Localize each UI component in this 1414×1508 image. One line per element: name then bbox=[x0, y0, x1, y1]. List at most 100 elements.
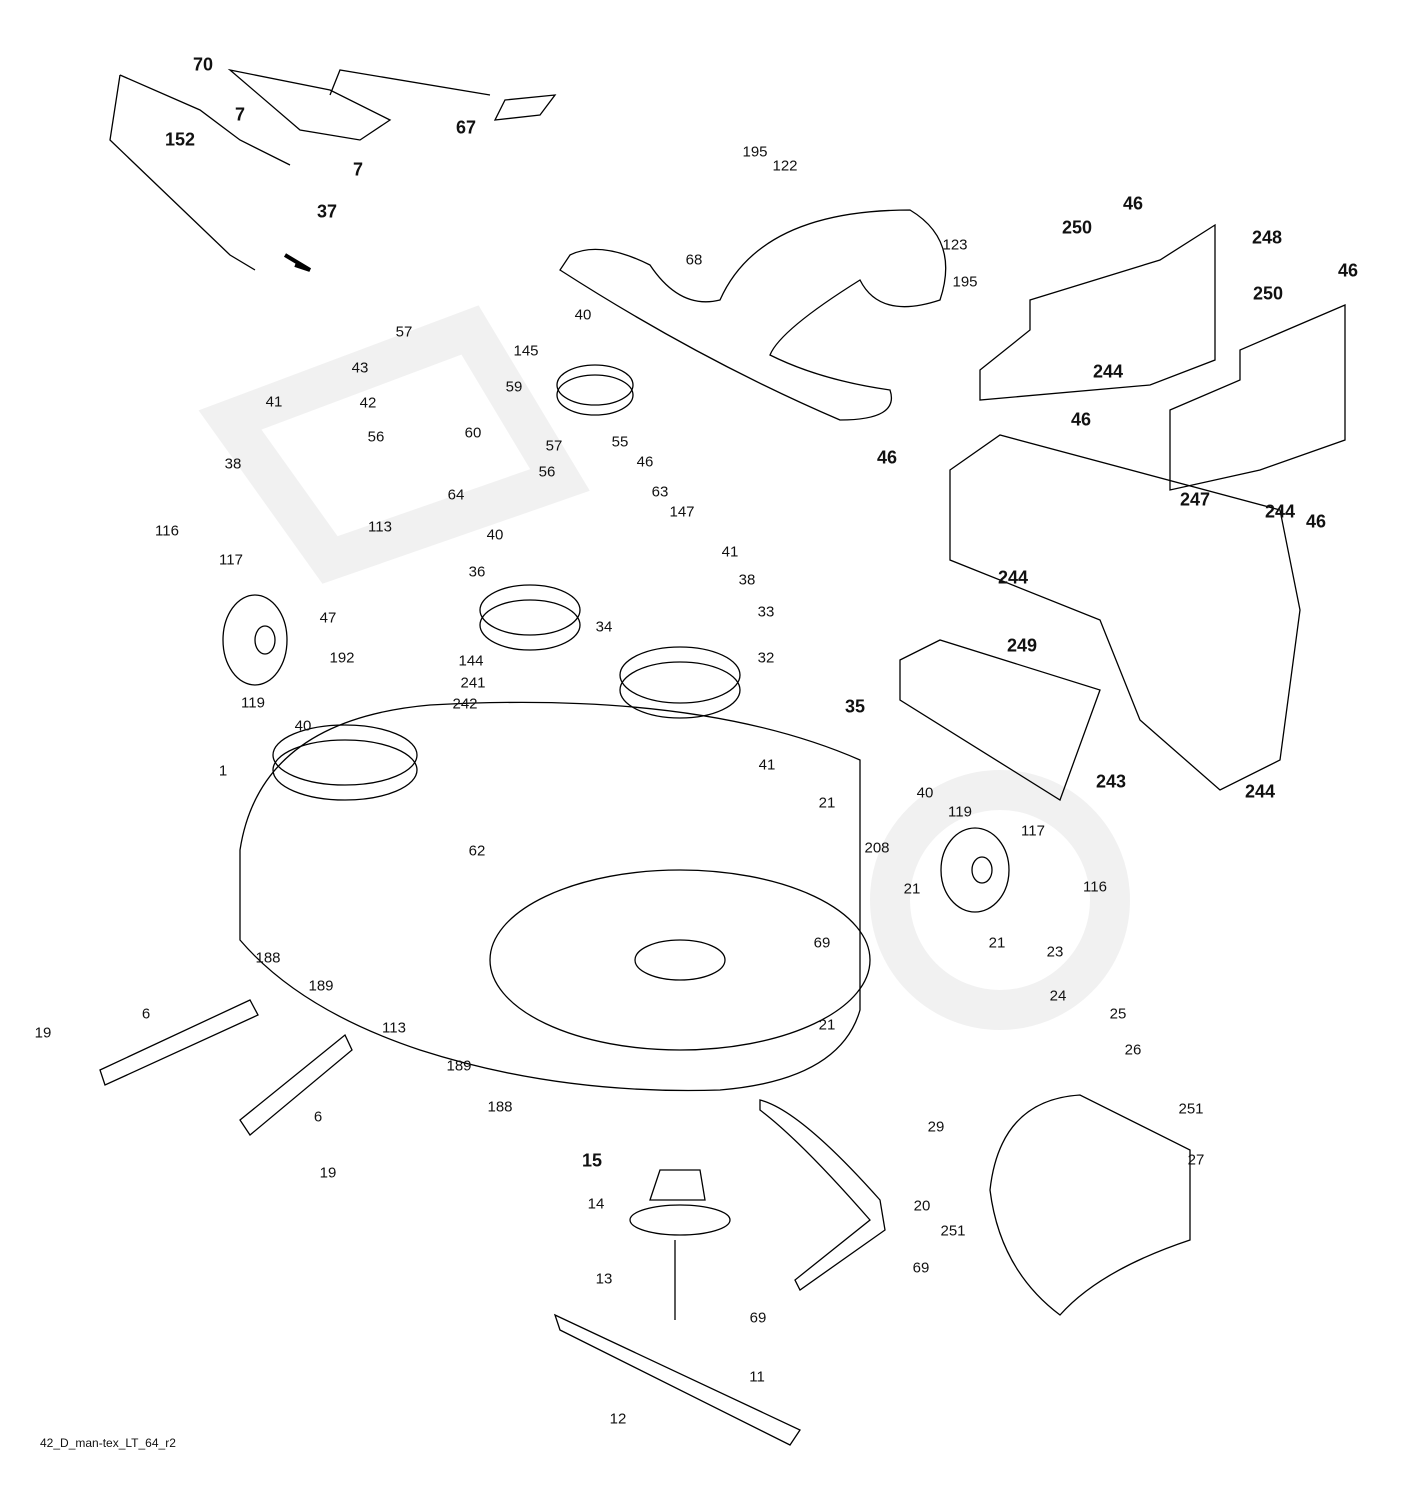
part-callout: 19 bbox=[319, 1164, 337, 1182]
part-callout: 195 bbox=[742, 143, 768, 161]
part-callout: 33 bbox=[757, 603, 775, 621]
part-callout: 195 bbox=[952, 273, 978, 291]
part-callout: 57 bbox=[395, 323, 413, 341]
part-callout: 145 bbox=[513, 342, 539, 360]
part-callout: 249 bbox=[1006, 635, 1038, 656]
part-callout: 19 bbox=[34, 1024, 52, 1042]
part-callout: 189 bbox=[446, 1057, 472, 1075]
part-callout: 7 bbox=[352, 159, 364, 180]
brackets bbox=[99, 999, 886, 1291]
part-callout: 15 bbox=[581, 1150, 603, 1171]
part-callout: 242 bbox=[452, 695, 478, 713]
part-callout: 24 bbox=[1049, 987, 1067, 1005]
part-callout: 25 bbox=[1109, 1005, 1127, 1023]
part-callout: 42 bbox=[359, 394, 377, 412]
part-callout: 68 bbox=[685, 251, 703, 269]
part-callout: 21 bbox=[818, 1016, 836, 1034]
part-callout: 29 bbox=[927, 1118, 945, 1136]
part-callout: 6 bbox=[313, 1108, 323, 1126]
part-callout: 21 bbox=[903, 880, 921, 898]
part-callout: 21 bbox=[988, 934, 1006, 952]
part-callout: 144 bbox=[458, 652, 484, 670]
part-callout: 152 bbox=[164, 129, 196, 150]
part-callout: 40 bbox=[294, 717, 312, 735]
part-callout: 244 bbox=[1264, 501, 1296, 522]
part-callout: 243 bbox=[1095, 771, 1127, 792]
pulleys bbox=[272, 364, 741, 801]
belt bbox=[559, 209, 947, 421]
part-callout: 27 bbox=[1187, 1151, 1205, 1169]
deflector-shields bbox=[899, 223, 1346, 1316]
part-callout: 46 bbox=[876, 447, 898, 468]
watermark bbox=[198, 305, 1130, 1030]
part-callout: 122 bbox=[772, 157, 798, 175]
part-callout: 117 bbox=[1021, 822, 1045, 840]
part-callout: 46 bbox=[1122, 193, 1144, 214]
part-callout: 250 bbox=[1061, 217, 1093, 238]
part-callout: 40 bbox=[916, 784, 934, 802]
part-callout: 46 bbox=[636, 453, 654, 471]
diagram-code: 42_D_man-tex_LT_64_r2 bbox=[40, 1436, 176, 1450]
part-callout: 250 bbox=[1252, 283, 1284, 304]
part-callout: 47 bbox=[319, 609, 337, 627]
part-callout: 14 bbox=[587, 1195, 605, 1213]
part-callout: 46 bbox=[1305, 511, 1327, 532]
part-callout: 244 bbox=[997, 567, 1029, 588]
part-callout: 38 bbox=[224, 455, 242, 473]
part-callout: 37 bbox=[316, 201, 338, 222]
part-callout: 57 bbox=[545, 437, 563, 455]
part-callout: 189 bbox=[308, 977, 334, 995]
part-callout: 119 bbox=[241, 694, 265, 712]
part-callout: 251 bbox=[940, 1222, 966, 1240]
part-callout: 35 bbox=[844, 696, 866, 717]
part-callout: 69 bbox=[749, 1309, 767, 1327]
part-callout: 244 bbox=[1092, 361, 1124, 382]
part-callout: 13 bbox=[595, 1270, 613, 1288]
part-callout: 116 bbox=[155, 522, 179, 540]
part-callout: 1 bbox=[218, 762, 228, 780]
part-callout: 119 bbox=[948, 803, 972, 821]
part-callout: 113 bbox=[382, 1019, 406, 1037]
part-callout: 192 bbox=[329, 649, 355, 667]
part-callout: 38 bbox=[738, 571, 756, 589]
part-callout: 113 bbox=[368, 518, 392, 536]
part-callout: 62 bbox=[468, 842, 486, 860]
part-callout: 41 bbox=[265, 393, 283, 411]
part-callout: 36 bbox=[468, 563, 486, 581]
part-callout: 117 bbox=[219, 551, 243, 569]
part-callout: 208 bbox=[864, 839, 890, 857]
part-callout: 123 bbox=[942, 236, 968, 254]
part-callout: 69 bbox=[912, 1259, 930, 1277]
part-callout: 64 bbox=[447, 486, 465, 504]
part-callout: 63 bbox=[651, 483, 669, 501]
part-callout: 23 bbox=[1046, 943, 1064, 961]
part-callout: 34 bbox=[595, 618, 613, 636]
part-callout: 60 bbox=[464, 424, 482, 442]
part-callout: 56 bbox=[367, 428, 385, 446]
part-callout: 11 bbox=[749, 1368, 765, 1386]
part-callout: 32 bbox=[757, 649, 775, 667]
part-callout: 247 bbox=[1179, 489, 1211, 510]
wheels bbox=[222, 594, 1010, 913]
part-callout: 7 bbox=[234, 104, 246, 125]
part-callout: 56 bbox=[538, 463, 556, 481]
part-callout: 40 bbox=[486, 526, 504, 544]
part-callout: 41 bbox=[721, 543, 739, 561]
part-callout: 46 bbox=[1337, 260, 1359, 281]
part-callout: 69 bbox=[813, 934, 831, 952]
part-callout: 12 bbox=[609, 1410, 627, 1428]
part-callout: 41 bbox=[758, 756, 776, 774]
part-callout: 248 bbox=[1251, 227, 1283, 248]
part-callout: 40 bbox=[574, 306, 592, 324]
part-callout: 251 bbox=[1178, 1100, 1204, 1118]
part-callout: 20 bbox=[913, 1197, 931, 1215]
part-callout: 70 bbox=[192, 54, 214, 75]
spindle-and-blade bbox=[553, 1169, 801, 1446]
part-callout: 59 bbox=[505, 378, 523, 396]
part-callout: 188 bbox=[255, 949, 281, 967]
lift-handle-assembly bbox=[109, 68, 557, 272]
part-callout: 26 bbox=[1124, 1041, 1142, 1059]
part-callout: 116 bbox=[1083, 878, 1107, 896]
